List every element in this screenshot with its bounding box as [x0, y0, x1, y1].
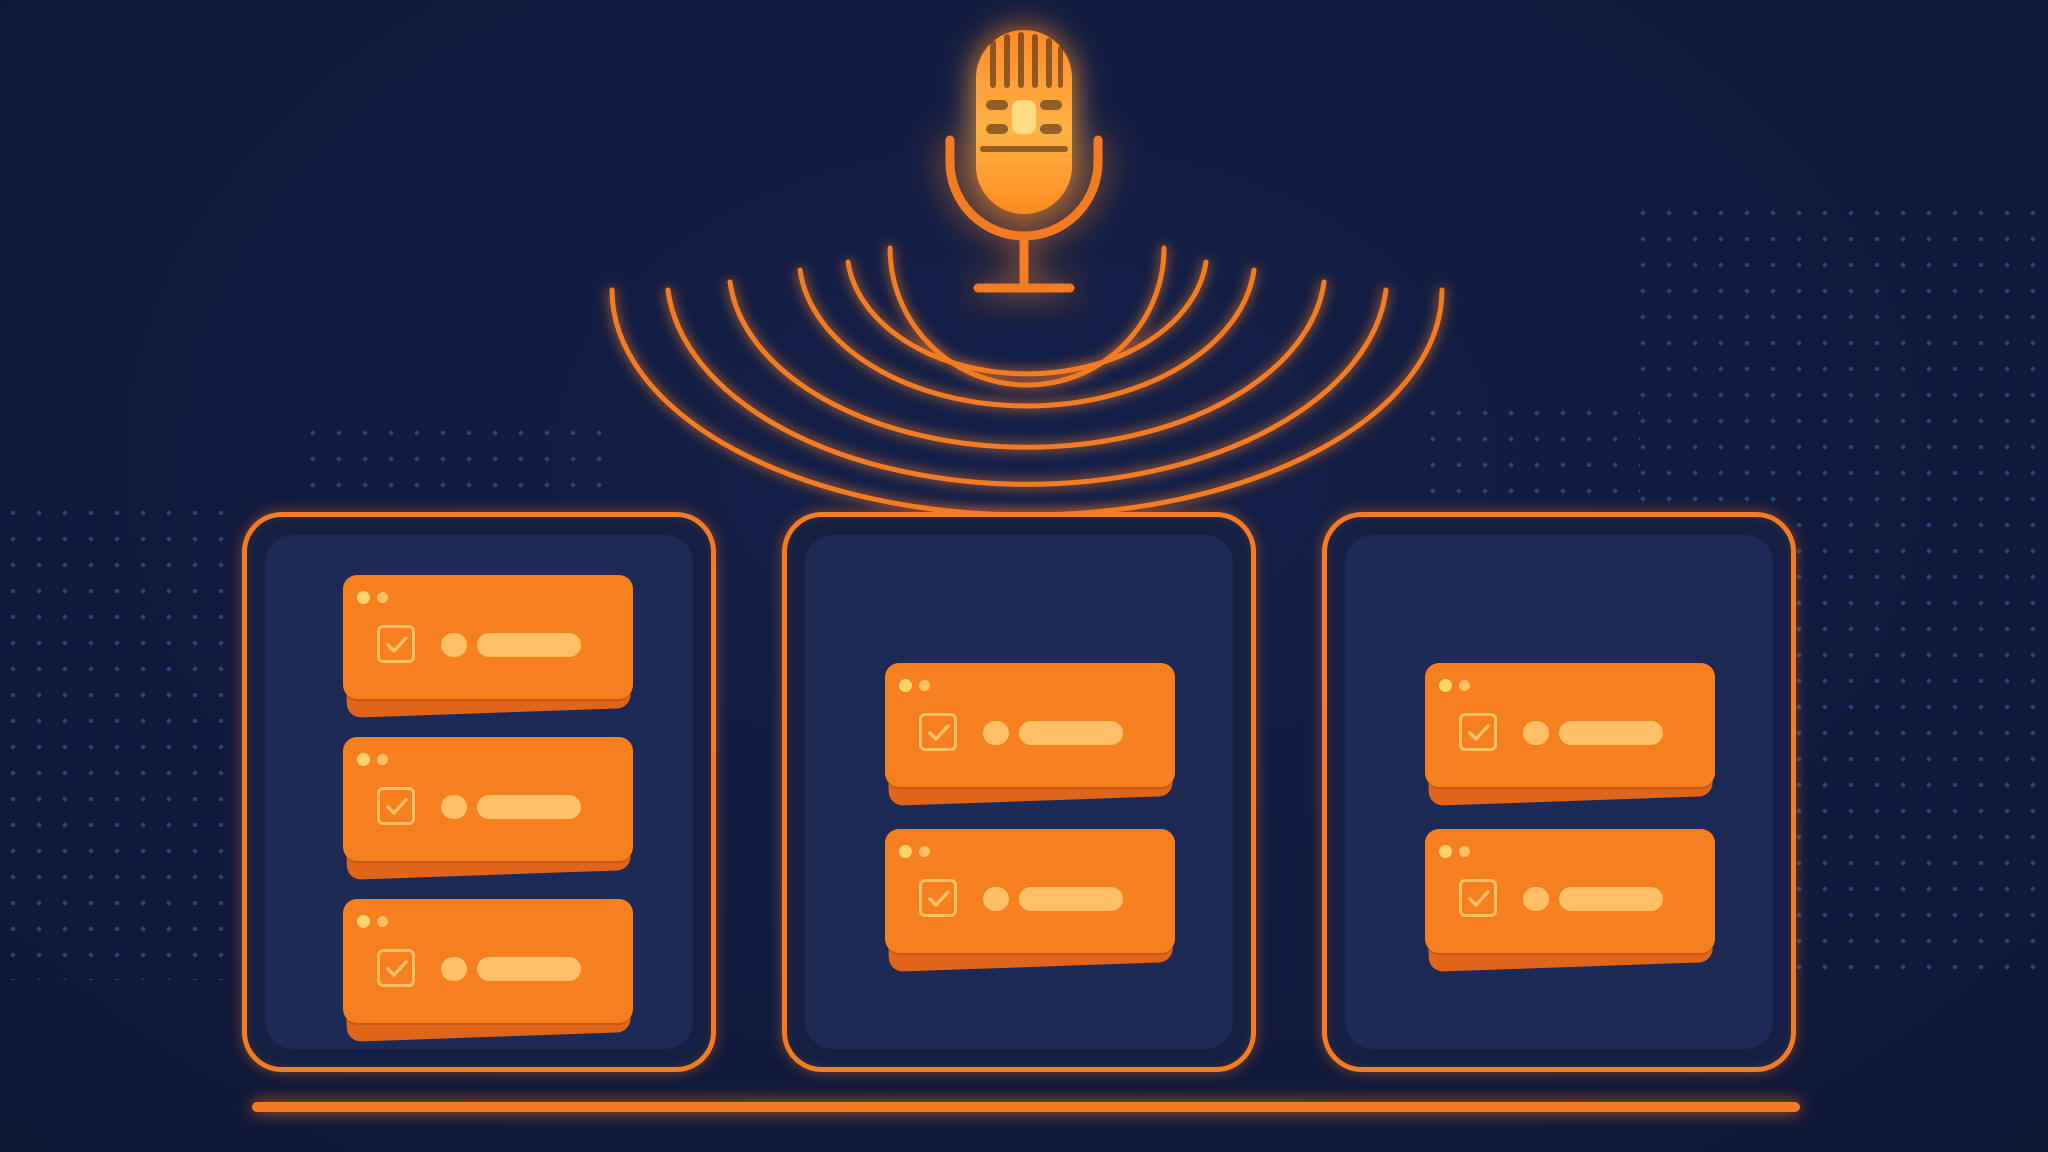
task-card: [343, 899, 633, 1023]
baseline-bar: [252, 1102, 1800, 1112]
list-item: [884, 663, 1175, 806]
window-dot: [1459, 680, 1470, 691]
placeholder-text-bar: [1019, 887, 1123, 911]
placeholder-dot: [441, 633, 467, 657]
checkbox-checked-icon: [1459, 879, 1497, 917]
window-dot: [899, 679, 912, 692]
placeholder-text-bar: [477, 633, 581, 657]
panel-left: [242, 512, 716, 1072]
checkbox-checked-icon: [377, 787, 415, 825]
window-dot: [919, 846, 930, 857]
list-item: [1424, 663, 1715, 806]
list-item: [1424, 829, 1715, 972]
panel-center-inner: [805, 535, 1233, 1049]
placeholder-text-bar: [1559, 887, 1663, 911]
window-dot: [377, 916, 388, 927]
placeholder-dot: [983, 721, 1009, 745]
window-dot: [377, 754, 388, 765]
panel-center: [782, 512, 1256, 1072]
placeholder-dot: [983, 887, 1009, 911]
microphone-icon: [945, 30, 1103, 293]
task-card: [885, 829, 1175, 953]
placeholder-dot: [441, 795, 467, 819]
checkbox-checked-icon: [1459, 713, 1497, 751]
window-dot: [1439, 679, 1452, 692]
window-dot: [357, 591, 370, 604]
panel-right-inner: [1345, 535, 1773, 1049]
checkbox-checked-icon: [377, 949, 415, 987]
task-card: [343, 575, 633, 699]
panel-right: [1322, 512, 1796, 1072]
window-dot: [899, 845, 912, 858]
task-card: [1425, 663, 1715, 787]
placeholder-text-bar: [1559, 721, 1663, 745]
placeholder-text-bar: [477, 795, 581, 819]
task-card: [343, 737, 633, 861]
task-card: [885, 663, 1175, 787]
placeholder-dot: [441, 957, 467, 981]
window-dot: [1459, 846, 1470, 857]
checkbox-checked-icon: [919, 713, 957, 751]
placeholder-dot: [1523, 721, 1549, 745]
window-dot: [1439, 845, 1452, 858]
placeholder-text-bar: [477, 957, 581, 981]
list-item: [342, 899, 633, 1042]
placeholder-dot: [1523, 887, 1549, 911]
placeholder-text-bar: [1019, 721, 1123, 745]
panel-left-inner: [265, 535, 693, 1049]
list-item: [342, 575, 633, 718]
checkbox-checked-icon: [919, 879, 957, 917]
checkbox-checked-icon: [377, 625, 415, 663]
window-dot: [377, 592, 388, 603]
window-dot: [919, 680, 930, 691]
window-dot: [357, 915, 370, 928]
task-card: [1425, 829, 1715, 953]
list-item: [342, 737, 633, 880]
list-item: [884, 829, 1175, 972]
window-dot: [357, 753, 370, 766]
